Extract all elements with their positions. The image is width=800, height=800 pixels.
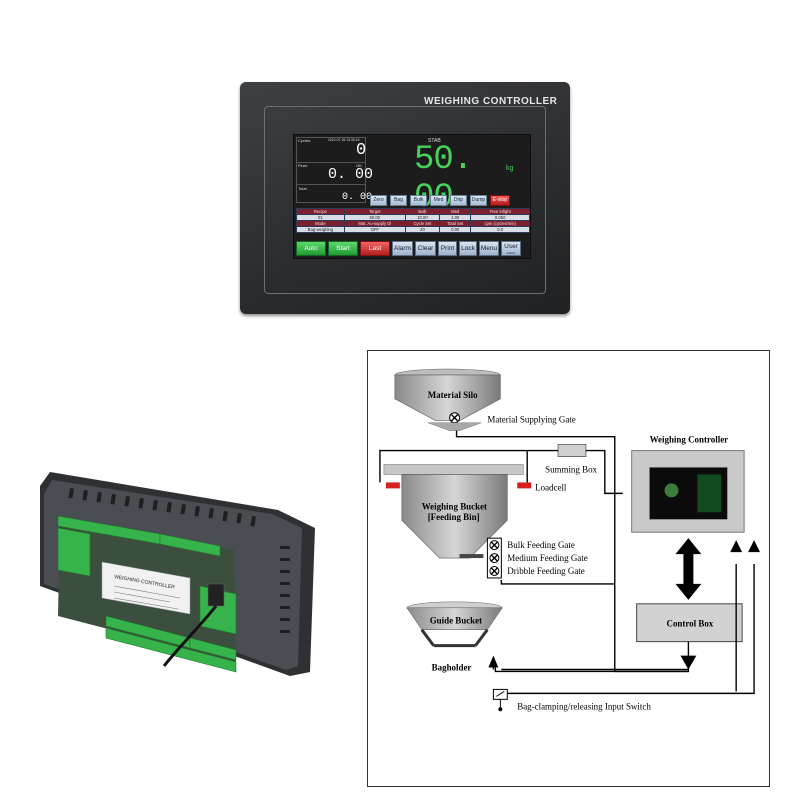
status-panel [296, 137, 366, 203]
user-button-label: User [504, 243, 518, 250]
auto-button[interactable]: Auto [296, 241, 326, 256]
feeding-bin-label: [Feeding Bin] [428, 512, 480, 522]
alarm-button[interactable]: Alarm [392, 241, 413, 256]
diagram-weighing-controller [631, 450, 745, 533]
bagholder-label: Bagholder [432, 662, 472, 672]
controller-rear-view: WEIGHING CONTROLLER [40, 472, 315, 676]
dribble-feeding-gate-label: Dribble Feeding Gate [507, 566, 584, 576]
vent-slots [68, 488, 290, 633]
lock-button[interactable]: Lock [459, 241, 477, 256]
clear-button[interactable]: Clear [415, 241, 436, 256]
user-level: Admin [506, 251, 516, 255]
last-button[interactable]: Last [360, 241, 390, 256]
med-button[interactable]: Med [430, 195, 447, 206]
final-value: 0. 00 [328, 166, 374, 183]
medium-feeding-gate-label: Medium Feeding Gate [507, 553, 587, 563]
loadcell-wires [379, 449, 623, 495]
rear-label-lines [113, 585, 181, 610]
parameter-table: Recipe Target Bulk Med Free Infight 01 5… [296, 208, 530, 233]
touch-screen[interactable]: Cycles: 2010-07-26 13:35:16 0 Final: OK … [293, 134, 531, 259]
feeding-gate-valves [486, 537, 502, 579]
stab-indicator: STAB [428, 138, 441, 144]
material-silo [394, 368, 501, 422]
material-supplying-gate-label: Material Supplying Gate [487, 415, 575, 425]
table-cell[interactable]: OFF [343, 226, 406, 233]
bulk-button[interactable]: Bulk [410, 195, 427, 206]
summing-box [557, 444, 587, 457]
control-box-label: Control Box [667, 619, 714, 629]
dump-button[interactable]: Dump [470, 195, 487, 206]
weighing-bucket [383, 464, 524, 559]
cycles-label: Cycles: [298, 138, 312, 143]
total-value: 0. 00 [342, 192, 373, 203]
db9-connector [207, 583, 225, 607]
table-cell[interactable]: 0.00 [439, 226, 472, 233]
table-cell[interactable]: 0.0 [470, 226, 530, 233]
guide-bucket [406, 601, 503, 648]
status-divider [296, 184, 366, 185]
table-cell[interactable]: Bag-weighing [296, 226, 345, 233]
loadcell-icon [385, 482, 532, 489]
ok-indicator: OK [356, 163, 362, 168]
total-label: Total: [298, 186, 308, 191]
start-button[interactable]: Start [328, 241, 358, 256]
zero-button[interactable]: Zero [370, 195, 387, 206]
datetime-display: 2010-07-26 13:35:16 [328, 138, 360, 142]
final-label: Final: [298, 163, 308, 168]
user-button[interactable]: User Admin [501, 241, 521, 256]
input-switch-label: Bag-clamping/releasing Input Switch [517, 701, 651, 711]
switch-icon [492, 688, 508, 712]
brand-label: WEIGHING CONTROLLER [424, 96, 558, 107]
front-bezel-outline [264, 106, 546, 294]
cable [162, 605, 218, 667]
guide-bucket-label: Guide Bucket [430, 616, 482, 626]
weighing-bucket-label: Weighing Bucket [422, 501, 487, 511]
table-cell[interactable]: 20 [404, 226, 441, 233]
arrowhead-icon [488, 540, 761, 670]
summing-box-label: Summing Box [545, 464, 597, 474]
gate-valve-icon [449, 412, 461, 424]
loadcell-label: Loadcell [535, 482, 567, 492]
bidirectional-arrow-icon [675, 538, 702, 600]
bulk-feeding-gate-label: Bulk Feeding Gate [507, 540, 575, 550]
estop-button[interactable]: E-stop [490, 195, 510, 206]
cycles-value: 0 [356, 141, 367, 160]
material-silo-label: Material Silo [428, 390, 478, 400]
weighing-controller-label: Weighing Controller [650, 435, 729, 445]
system-diagram: Material Silo Material Supplying Gate Su… [367, 350, 770, 787]
silo-outlet [427, 422, 482, 431]
print-button[interactable]: Print [438, 241, 457, 256]
menu-button[interactable]: Menu [479, 241, 499, 256]
rear-label [101, 561, 191, 615]
control-box [636, 603, 743, 643]
bag-button[interactable]: Bag [390, 195, 407, 206]
unit-label: kg [506, 165, 514, 172]
drip-button[interactable]: Drip [450, 195, 467, 206]
terminal-blocks [57, 515, 237, 673]
status-divider [296, 162, 366, 163]
